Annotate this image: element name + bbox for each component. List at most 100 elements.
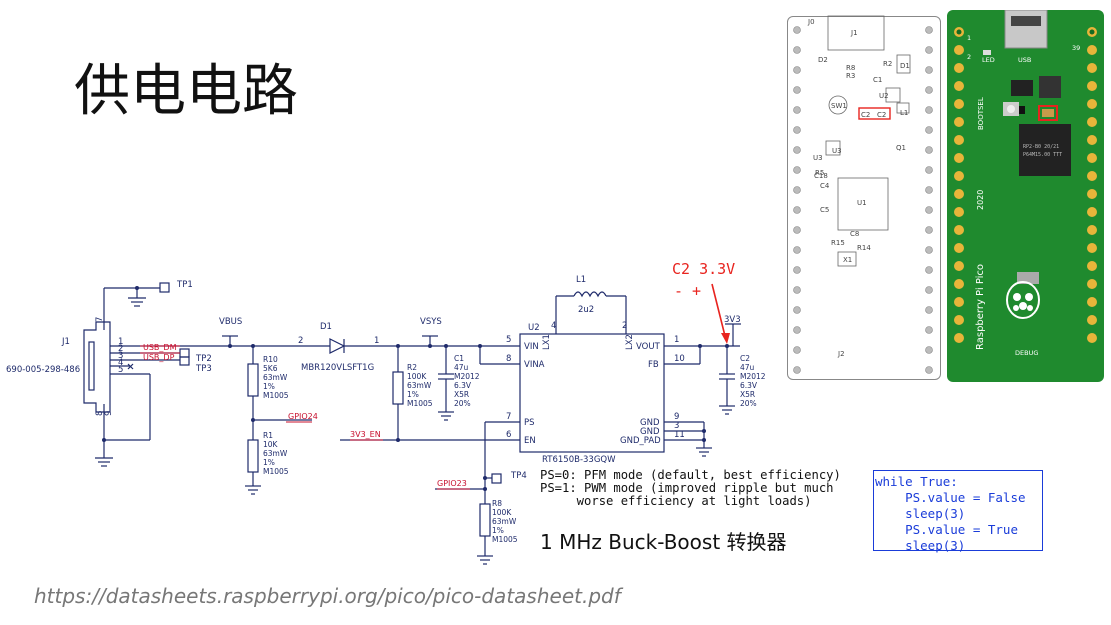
l1-value: 2u2 <box>578 305 594 315</box>
vbus-label: VBUS <box>219 317 242 327</box>
l1-label: L1 <box>576 275 586 285</box>
pin-num-lx2: 2 <box>622 321 627 331</box>
r10-val: 5K6 <box>263 364 278 373</box>
u2-part: RT6150B-33GQW <box>542 455 616 465</box>
j1-pin5: 5 <box>118 365 123 375</box>
svg-text:1: 1 <box>967 34 971 42</box>
j1-connector-slot <box>88 341 95 391</box>
r2-name: R2 <box>407 363 417 372</box>
j1-pin1: 1 <box>118 337 123 347</box>
svg-text:U1: U1 <box>857 199 867 207</box>
c2-pkg: M2012 <box>740 372 766 381</box>
svg-text:J1: J1 <box>850 29 858 37</box>
r8-pow: 63mW <box>492 517 517 526</box>
gpio23-label: GPIO23 <box>437 479 467 488</box>
source-url[interactable]: https://datasheets.raspberrypi.org/pico/… <box>34 584 621 608</box>
pin-vout: VOUT <box>636 342 661 352</box>
svg-text:DEBUG: DEBUG <box>1015 349 1038 357</box>
svg-text:R5: R5 <box>815 169 824 177</box>
svg-text:D2: D2 <box>818 56 828 64</box>
code-snippet: while True: PS.value = False sleep(3) PS… <box>873 470 1043 553</box>
svg-text:2020: 2020 <box>976 190 985 210</box>
svg-text:LED: LED <box>982 56 995 64</box>
d1-pin2: 2 <box>298 336 303 346</box>
ps-mode-note: PS=0: PFM mode (default, best efficiency… <box>540 468 841 508</box>
d1-diode <box>329 338 346 354</box>
c1-val: 47u <box>454 363 469 372</box>
r8-name: R8 <box>492 499 502 508</box>
pin-lx1: LX1 <box>542 334 552 350</box>
svg-text:D1: D1 <box>900 62 910 70</box>
svg-text:C2: C2 <box>861 111 870 119</box>
pico-board-photo: Raspberry Pi Pico 2020 BOOTSEL LED USB D… <box>947 10 1104 382</box>
tp2-label: TP2 <box>195 354 212 364</box>
svg-text:C1: C1 <box>873 76 882 84</box>
u2-chip <box>519 333 665 453</box>
c2-tol: 20% <box>740 399 757 408</box>
svg-text:C5: C5 <box>820 206 829 214</box>
converter-label: 1 MHz Buck-Boost 转换器 <box>540 530 787 554</box>
c2-volt: 6.3V <box>740 381 758 390</box>
j1-pin7: 7 <box>95 317 105 322</box>
r1-val: 10K <box>263 440 279 449</box>
svg-text:P64M15.00 TTT: P64M15.00 TTT <box>1023 152 1062 158</box>
r2-pow: 63mW <box>407 381 432 390</box>
left-pin-column <box>793 26 801 374</box>
board-name: Raspberry Pi Pico <box>975 264 986 350</box>
pin-gnd1: GND <box>640 418 660 428</box>
r2-pkg: M1005 <box>407 399 433 408</box>
gpio24-label: GPIO24 <box>288 412 318 421</box>
c2-polarity-label: - + <box>674 282 701 300</box>
c2-photo-highlight <box>1038 105 1058 121</box>
pin-gnd2: GND <box>640 427 660 437</box>
c1-die: X5R <box>454 390 469 399</box>
pin-num-ps: 7 <box>506 412 511 422</box>
r10-pkg: M1005 <box>263 391 289 400</box>
pin-num-lx1: 4 <box>551 321 556 331</box>
pin-vina: VINA <box>524 360 545 370</box>
pin-en: EN <box>524 436 536 446</box>
pin-lx2: LX2 <box>625 334 635 350</box>
pin-num-gnd1: 9 <box>674 412 679 422</box>
c2-annotation-label: C2 3.3V <box>672 260 735 278</box>
d1-part: MBR120VLSFT1G <box>301 363 374 373</box>
tp4-label: TP4 <box>510 471 527 481</box>
svg-text:C4: C4 <box>820 182 830 190</box>
r1-tol: 1% <box>263 458 275 467</box>
svg-text:L1: L1 <box>900 109 908 117</box>
c1-name: C1 <box>454 354 464 363</box>
svg-text:U3: U3 <box>813 154 823 162</box>
d1-label: D1 <box>320 322 332 332</box>
pin-num-vina: 8 <box>506 354 511 364</box>
raspberry-logo <box>1006 281 1040 319</box>
svg-text:39: 39 <box>1072 44 1080 52</box>
pin-num-vin: 5 <box>506 335 511 345</box>
c2-highlight-outline <box>858 107 891 120</box>
v3v3-label: 3V3 <box>724 315 741 325</box>
r10-pow: 63mW <box>263 373 288 382</box>
j1-pin8: 8 <box>95 411 105 416</box>
3v3-en-label: 3V3_EN <box>350 430 381 439</box>
pin-num-gndpad: 11 <box>674 430 685 440</box>
c1-volt: 6.3V <box>454 381 472 390</box>
r2-tol: 1% <box>407 390 419 399</box>
r2-val: 100K <box>407 372 427 381</box>
svg-text:C2: C2 <box>877 111 886 119</box>
r1-pkg: M1005 <box>263 467 289 476</box>
r1-pow: 63mW <box>263 449 288 458</box>
j1-pin2: 2 <box>118 344 123 354</box>
svg-text:U2: U2 <box>879 92 889 100</box>
svg-text:J2: J2 <box>837 350 845 358</box>
pin-num-fb: 10 <box>674 354 685 364</box>
svg-text:R15: R15 <box>831 239 845 247</box>
pin-gndpad: GND_PAD <box>620 436 661 446</box>
c2-val: 47u <box>740 363 755 372</box>
usb-dm-label: USB_DM <box>143 343 177 352</box>
svg-text:USB: USB <box>1018 56 1031 64</box>
page-title: 供电电路 <box>74 59 298 124</box>
j1-label: J1 <box>61 337 70 347</box>
usb-dp-label: USB_DP <box>143 353 175 362</box>
l1-inductor <box>573 291 607 298</box>
j1-connector-body <box>83 321 111 413</box>
